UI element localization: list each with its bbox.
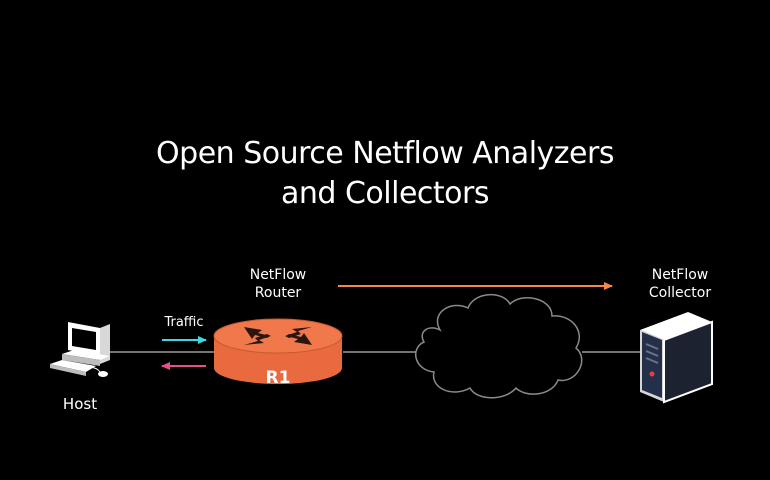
diagram-title-line-1: Open Source Netflow Analyzers (156, 136, 614, 171)
host-label: Host (62, 395, 98, 413)
router-label-line-2: Router (254, 285, 302, 301)
server-tower-icon (640, 312, 713, 404)
desktop-computer-icon (50, 322, 110, 377)
router-icon (213, 318, 343, 384)
router-label-line-1: NetFlow (249, 267, 307, 283)
cloud-icon (414, 294, 583, 399)
collector-label-line-2: Collector (648, 285, 712, 301)
router-label: NetFlow Router (218, 266, 338, 302)
diagram-title-line-2: and Collectors (281, 176, 489, 211)
collector-label: NetFlow Collector (620, 266, 740, 302)
router-badge: R1 (266, 368, 291, 388)
traffic-label: Traffic (164, 315, 204, 330)
collector-label-line-1: NetFlow (651, 267, 709, 283)
